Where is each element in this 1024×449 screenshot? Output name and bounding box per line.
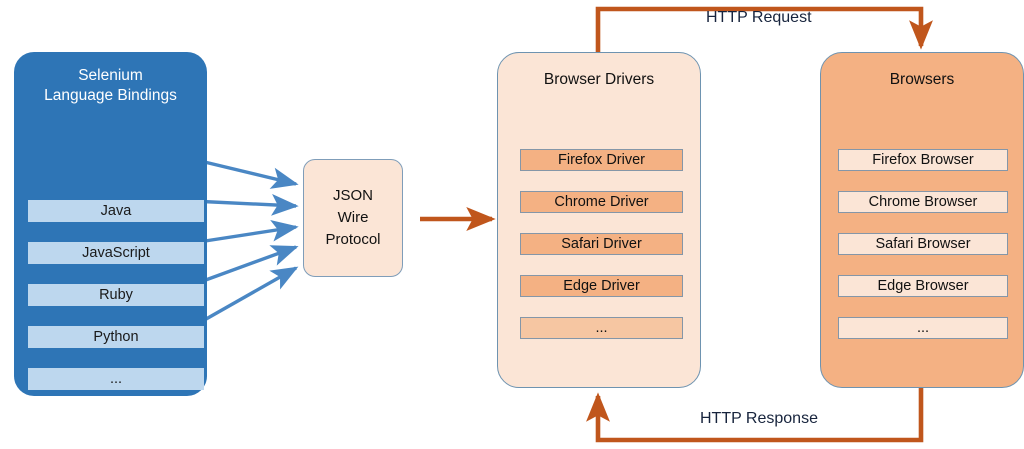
bindings-panel-title: Selenium Language Bindings — [44, 67, 177, 104]
driver-item-firefox[interactable]: Firefox Driver — [520, 149, 683, 171]
arrow-more-to-protocol — [191, 266, 299, 329]
arrow-java-to-protocol — [191, 157, 299, 189]
arrow-python-to-protocol — [191, 245, 299, 287]
binding-item-python[interactable]: Python — [28, 326, 204, 348]
browser-item-safari[interactable]: Safari Browser — [838, 233, 1008, 255]
driver-item-chrome[interactable]: Chrome Driver — [520, 191, 683, 213]
selenium-language-bindings-panel: Selenium Language Bindings Java JavaScri… — [14, 52, 207, 396]
browser-item-firefox[interactable]: Firefox Browser — [838, 149, 1008, 171]
json-wire-protocol-label: JSON Wire Protocol — [325, 187, 381, 248]
drivers-panel-title: Browser Drivers — [543, 71, 655, 88]
arrow-javascript-to-protocol — [191, 193, 299, 216]
driver-item-safari[interactable]: Safari Driver — [520, 233, 683, 255]
driver-item-edge[interactable]: Edge Driver — [520, 275, 683, 297]
arrow-ruby-to-protocol — [191, 219, 299, 245]
binding-to-protocol-arrows — [191, 157, 299, 329]
browser-item-more[interactable]: ... — [838, 317, 1008, 339]
browser-drivers-panel: Browser Drivers Firefox Driver Chrome Dr… — [497, 52, 701, 388]
json-wire-protocol-box[interactable]: JSON Wire Protocol — [303, 159, 403, 277]
http-request-label: HTTP Request — [706, 9, 812, 26]
driver-item-more[interactable]: ... — [520, 317, 683, 339]
http-response-label: HTTP Response — [700, 410, 818, 427]
binding-item-javascript[interactable]: JavaScript — [28, 242, 204, 264]
browser-item-chrome[interactable]: Chrome Browser — [838, 191, 1008, 213]
browser-item-edge[interactable]: Edge Browser — [838, 275, 1008, 297]
browsers-panel-title: Browsers — [889, 71, 955, 88]
binding-item-more[interactable]: ... — [28, 368, 204, 390]
browsers-panel: Browsers Firefox Browser Chrome Browser … — [820, 52, 1024, 388]
binding-item-java[interactable]: Java — [28, 200, 204, 222]
binding-item-ruby[interactable]: Ruby — [28, 284, 204, 306]
